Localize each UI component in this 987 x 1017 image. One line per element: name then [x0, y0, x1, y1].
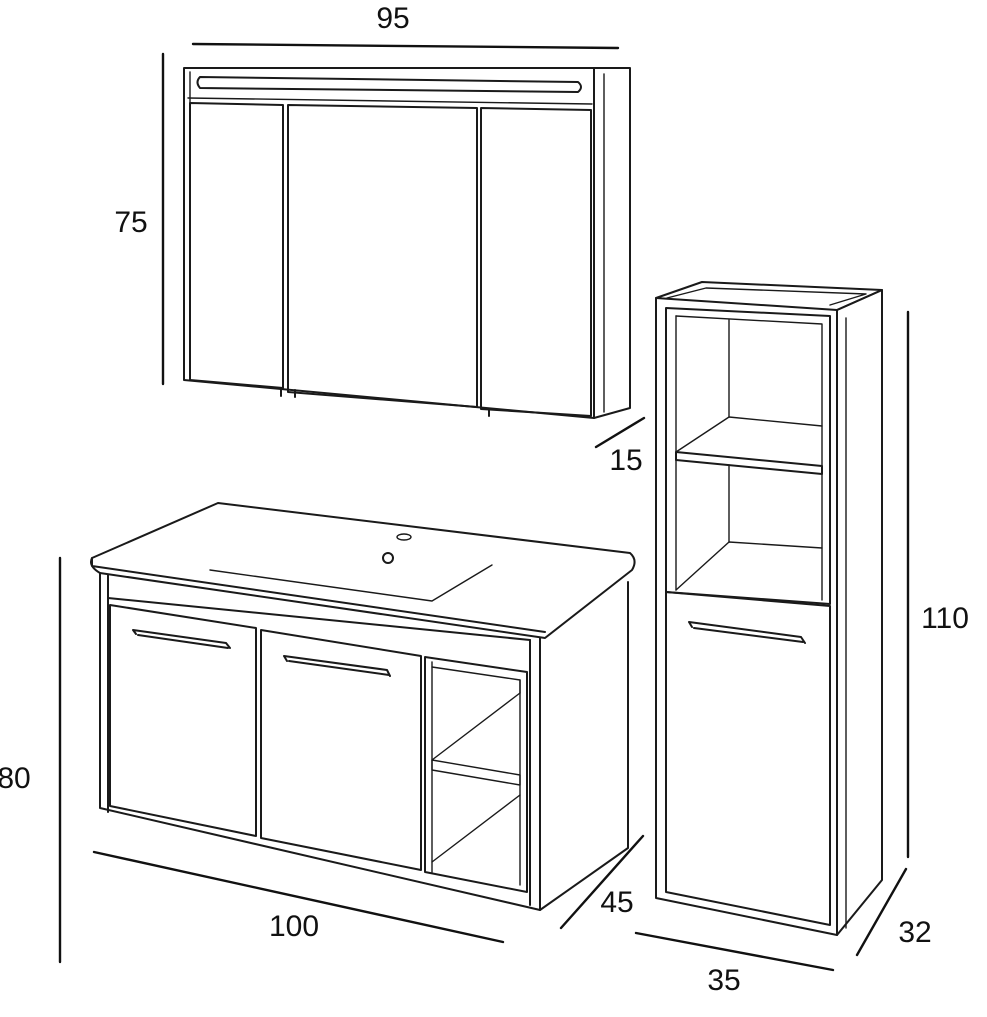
mirror-depth-label: 15	[609, 444, 642, 477]
tall-width-label: 35	[707, 964, 740, 997]
vanity-height-label: 80	[0, 762, 31, 795]
tall-door-handle	[688, 621, 806, 644]
vanity-right-door	[260, 629, 422, 871]
tall-cabinet	[655, 281, 883, 936]
tall-cabinet-door	[665, 591, 831, 926]
tall-depth-label: 32	[898, 916, 931, 949]
vanity-unit	[90, 502, 636, 911]
vanity-width-label: 100	[269, 910, 319, 943]
vanity-open-shelves	[424, 656, 528, 893]
vanity-width-line	[92, 850, 505, 944]
tall-depth-line	[855, 867, 908, 957]
vanity-left-door	[109, 604, 257, 837]
right-door-handle	[283, 655, 391, 677]
mirror-width-label: 95	[376, 2, 409, 35]
mirror-left-door	[189, 102, 284, 389]
dimension-lines	[58, 42, 910, 972]
mirror-depth-line	[594, 416, 646, 449]
dimension-labels: 95 75 15 80 100 45 110 35 32	[0, 2, 969, 997]
tall-width-line	[634, 931, 835, 972]
mirror-width-line	[191, 42, 620, 50]
mirror-center-door	[287, 104, 478, 408]
vanity-depth-line	[559, 834, 645, 930]
vanity-depth-label: 45	[600, 886, 633, 919]
mirror-cabinet	[183, 67, 631, 419]
left-door-handle	[132, 629, 231, 649]
mirror-height-label: 75	[114, 206, 147, 239]
mirror-right-door	[480, 107, 592, 417]
tall-height-label: 110	[921, 602, 969, 635]
